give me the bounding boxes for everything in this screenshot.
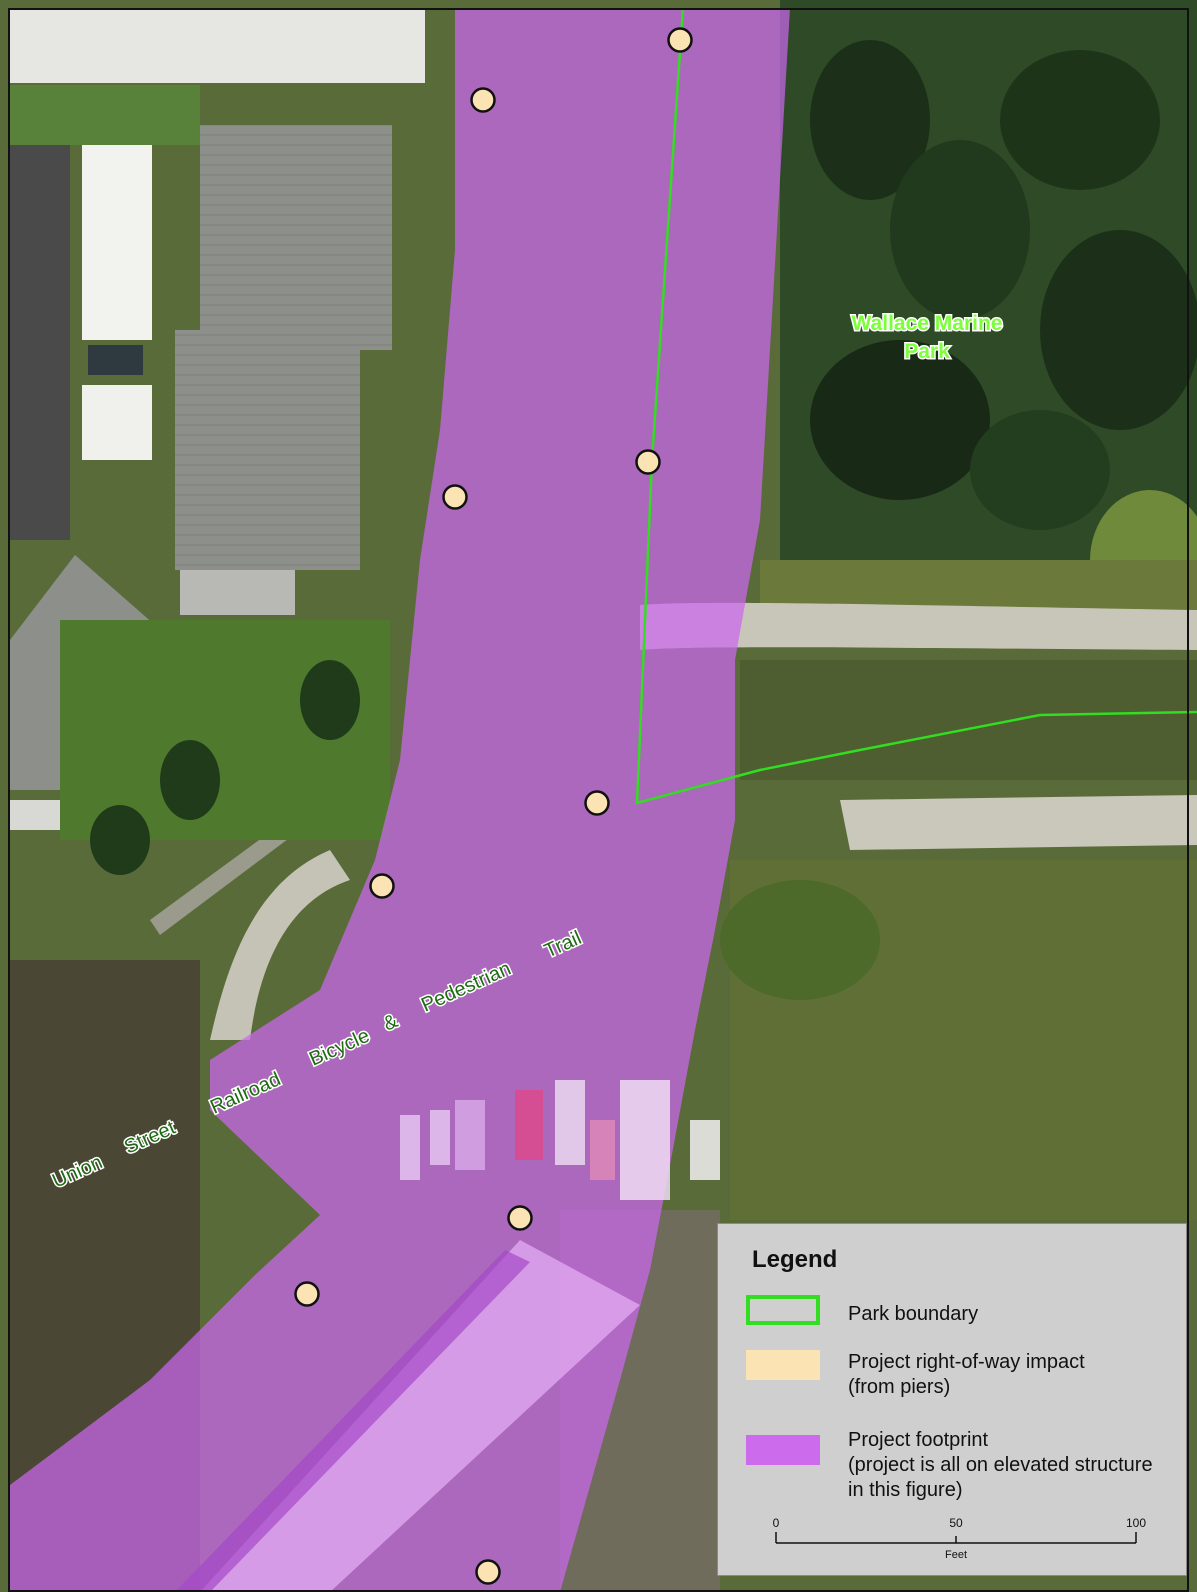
- pier-impact-point: [635, 449, 661, 475]
- park-label-line1: Wallace Marine: [852, 312, 1003, 335]
- park-label: Wallace Marine Park: [850, 311, 1004, 365]
- legend: Legend Park boundary Project right-of-wa…: [717, 1223, 1187, 1576]
- legend-title: Legend: [752, 1246, 838, 1273]
- legend-label-footprint-line1: Project footprint: [848, 1429, 989, 1451]
- pier-impact-point: [507, 1205, 533, 1231]
- legend-swatch-project-footprint: [746, 1435, 820, 1465]
- park-label-line2: Park: [904, 340, 950, 363]
- project-footprint: [10, 8, 790, 1592]
- legend-label-row-impact: Project right-of-way impact (from piers): [848, 1350, 1148, 1400]
- park-trees: [720, 0, 1197, 1220]
- legend-label-row-impact-line2: (from piers): [848, 1376, 951, 1398]
- legend-swatch-row-impact: [746, 1350, 820, 1380]
- pier-impact-point: [294, 1281, 320, 1307]
- footprint-features: [175, 1080, 670, 1592]
- pier-impact-point: [667, 27, 693, 53]
- scale-tick-0: 0: [773, 1516, 780, 1530]
- pier-impact-point: [584, 790, 610, 816]
- pier-impact-point: [475, 1559, 501, 1585]
- legend-label-row-impact-line1: Project right-of-way impact: [848, 1351, 1085, 1373]
- scale-tick-100: 100: [1126, 1516, 1146, 1530]
- legend-label-footprint-line3: in this figure): [848, 1479, 963, 1501]
- scale-tick-50: 50: [949, 1516, 963, 1530]
- pier-impact-point: [369, 873, 395, 899]
- scale-bar: 0 50 100 Feet: [773, 1516, 1147, 1561]
- legend-label-project-footprint: Project footprint (project is all on ele…: [848, 1428, 1183, 1503]
- legend-swatch-park-boundary: [746, 1295, 820, 1325]
- legend-label-park-boundary: Park boundary: [848, 1303, 979, 1325]
- scale-unit: Feet: [945, 1549, 967, 1561]
- legend-label-footprint-line2: (project is all on elevated structure: [848, 1454, 1153, 1476]
- pier-impact-point: [470, 87, 496, 113]
- pier-impact-point: [442, 484, 468, 510]
- pier-impact-points: [294, 27, 693, 1585]
